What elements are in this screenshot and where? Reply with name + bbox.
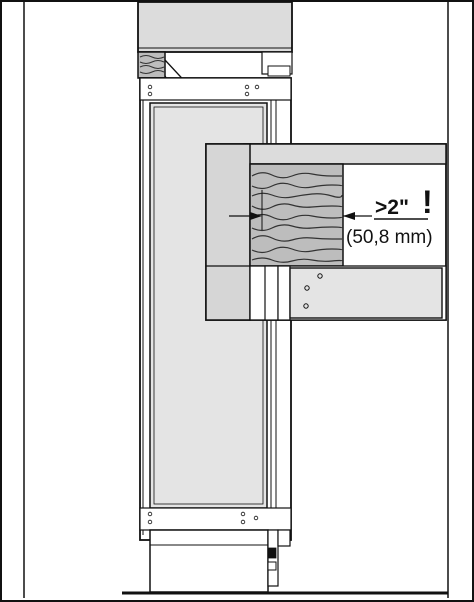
metric-label: (50,8 mm) <box>346 227 433 248</box>
inset-wood-filler <box>249 163 344 267</box>
warning-symbol: ! <box>422 184 433 220</box>
wood-filler-small <box>137 51 166 79</box>
dimension-arrows <box>229 190 372 230</box>
refrigerator-base <box>149 529 291 593</box>
detail-inset: >2" ! (50,8 mm) <box>205 143 447 321</box>
clearance-label: >2" <box>375 196 409 219</box>
inset-side-panel <box>205 143 251 321</box>
inset-cabinet-top <box>243 143 447 165</box>
upper-cabinet <box>137 1 293 77</box>
inset-appliance-top <box>289 267 443 319</box>
